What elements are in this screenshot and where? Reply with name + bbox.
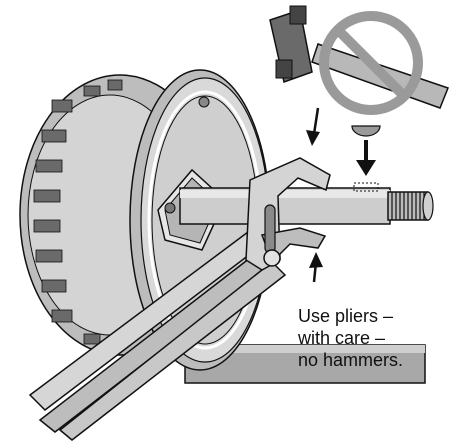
- down-arrow-icon: [306, 107, 320, 146]
- caption-line: Use pliers –: [298, 306, 394, 326]
- caption-line: no hammers.: [298, 350, 404, 370]
- caption-text: Use pliers – with care – no hammers.: [298, 305, 448, 371]
- no-symbol-icon: [319, 11, 423, 115]
- motor-shaft: [179, 182, 434, 225]
- slip-joint-pliers: [28, 157, 331, 441]
- woodruff-key-icon: [351, 125, 381, 137]
- up-arrow-icon: [309, 252, 323, 283]
- key-insert-arrow-icon: [356, 140, 376, 176]
- caption-line: with care –: [298, 328, 386, 348]
